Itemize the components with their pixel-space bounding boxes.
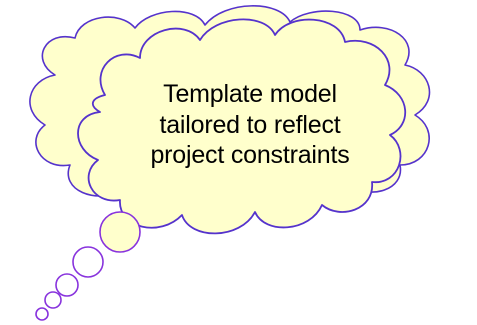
callout-line-3: project constraints — [150, 141, 350, 170]
callout-line-1: Template model — [163, 80, 337, 109]
cloud-main-body — [77, 18, 407, 235]
thought-trail-circle — [35, 307, 49, 321]
thought-trail — [35, 211, 141, 321]
cloud-shape — [29, 5, 431, 235]
callout-line-2: tailored to reflect — [159, 110, 341, 139]
thought-trail-circle — [99, 211, 141, 253]
thought-trail-circle — [44, 291, 62, 309]
thought-trail-circle — [72, 246, 104, 278]
callout-text: Template model tailored to reflect proje… — [90, 60, 410, 190]
thought-trail-circle — [55, 273, 79, 297]
